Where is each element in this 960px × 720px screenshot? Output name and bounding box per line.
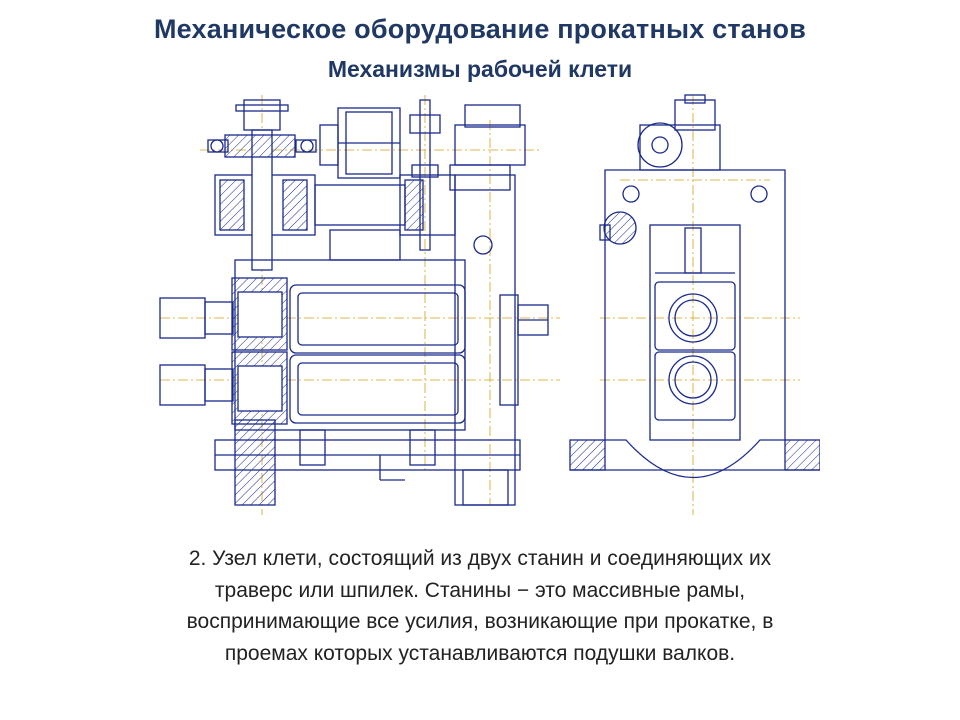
slide-subtitle: Механизмы рабочей клети <box>327 56 633 82</box>
slide-title: Механическое оборудование прокатных стан… <box>153 14 807 44</box>
body-line-2: траверс или шпилек. Станины − это массив… <box>214 578 746 602</box>
side-view <box>569 94 820 515</box>
front-view <box>159 95 560 515</box>
body-line-1: 2. Узел клети, состоящий из двух станин … <box>188 547 772 570</box>
body-line-3: воспринимающие все усилия, возникающие п… <box>186 610 774 633</box>
slide-body: 2. Узел клети, состоящий из двух станин … <box>80 543 880 669</box>
rolling-stand-drawing <box>159 94 820 515</box>
body-line-4: проемах которых устанавливаются подушки … <box>224 641 736 665</box>
